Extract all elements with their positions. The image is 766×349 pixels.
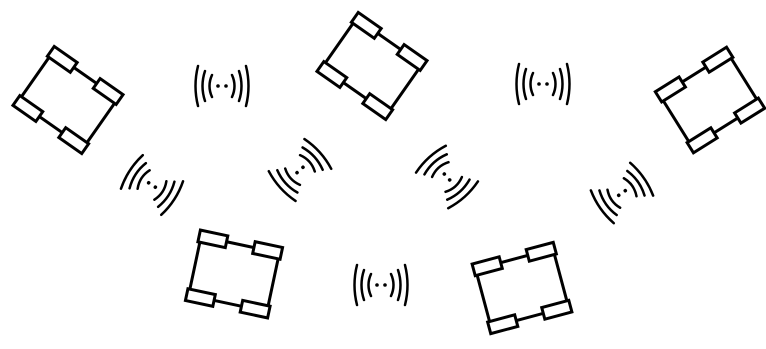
- link-2-3: [517, 64, 570, 104]
- signal-dot: [375, 283, 379, 287]
- signal-dot: [545, 82, 549, 86]
- robots: [13, 12, 765, 333]
- signal-dot: [442, 171, 447, 176]
- signal-arc: [246, 66, 249, 106]
- signal-dot: [224, 84, 228, 88]
- signal-arc: [196, 66, 199, 106]
- signal-dot: [153, 185, 158, 190]
- signal-arc: [239, 71, 242, 101]
- signal-dot: [616, 193, 621, 198]
- signal-dot: [146, 180, 151, 185]
- signal-arc: [391, 274, 394, 296]
- signal-dot: [300, 165, 305, 170]
- robot-4: [185, 230, 282, 318]
- signal-arc: [567, 64, 570, 104]
- link-4-5: [355, 265, 408, 305]
- signal-dot: [537, 82, 541, 86]
- signal-dot: [294, 170, 299, 175]
- link-1-2: [196, 66, 249, 106]
- signal-arc: [210, 75, 213, 97]
- link-1-4: [119, 154, 185, 216]
- link-2-4: [267, 137, 333, 202]
- robot-5: [472, 242, 572, 333]
- robot-2: [317, 12, 427, 119]
- signal-arc: [369, 274, 372, 296]
- signal-arc: [560, 69, 563, 99]
- signal-arc: [517, 64, 520, 104]
- signal-arc: [232, 75, 235, 97]
- link-3-5: [589, 161, 655, 224]
- signal-arc: [355, 265, 358, 305]
- link-2-5: [414, 144, 479, 210]
- signal-arc: [405, 265, 408, 305]
- signal-arc: [524, 69, 527, 99]
- signal-arc: [398, 270, 401, 300]
- signal-dot: [623, 188, 628, 193]
- signal-arc: [362, 270, 365, 300]
- signal-dot: [216, 84, 220, 88]
- signal-dot: [447, 177, 452, 182]
- robot-3: [655, 47, 764, 153]
- signal-arc: [203, 71, 206, 101]
- signal-dot: [383, 283, 387, 287]
- signal-arc: [553, 73, 556, 95]
- robot-1: [13, 46, 123, 153]
- signal-arc: [531, 73, 534, 95]
